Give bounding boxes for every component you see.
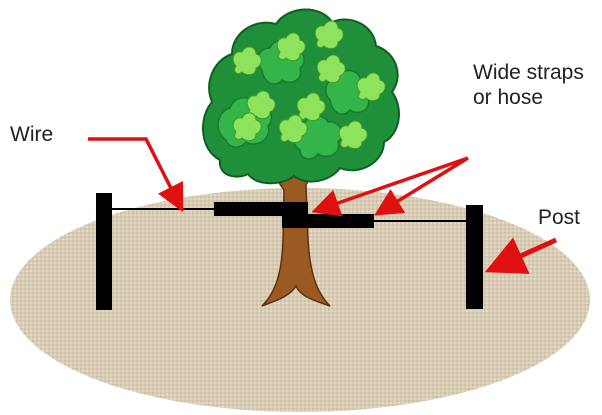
straps-label: Wide straps or hose (473, 60, 584, 110)
straps-label-line2: or hose (473, 85, 584, 110)
trunk-wrap (282, 202, 308, 228)
post-right (466, 205, 483, 309)
post-label: Post (538, 205, 580, 230)
tree-foliage (203, 9, 399, 183)
straps-label-line1: Wide straps (473, 60, 584, 85)
post-left (96, 193, 112, 310)
wire-label: Wire (10, 122, 53, 147)
